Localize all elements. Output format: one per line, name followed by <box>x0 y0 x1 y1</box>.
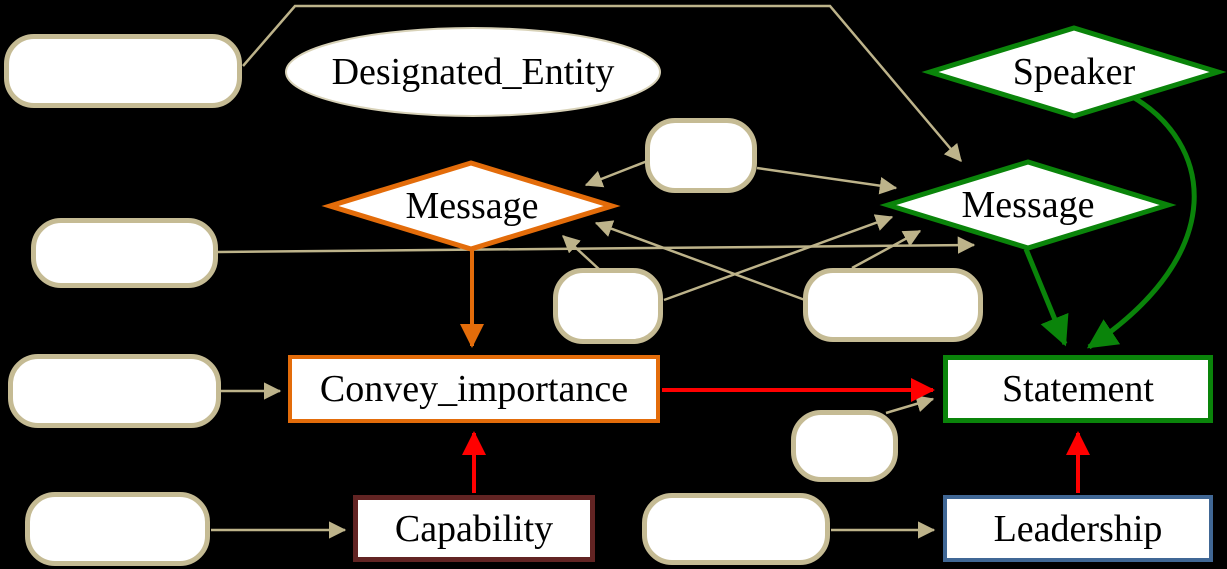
edge-midright-to-message-green <box>851 229 922 270</box>
edge-midright-to-message-orange <box>594 220 806 302</box>
message-orange-label: Message <box>405 185 539 227</box>
message-green-diamond <box>879 159 1177 251</box>
placeholder-pill-mid-left <box>553 268 663 344</box>
leadership-node: Leadership <box>943 495 1213 562</box>
designated-entity-ellipse <box>285 27 661 117</box>
edge-topsmall-to-message-green <box>756 166 898 195</box>
convey-importance-node: Convey_importance <box>288 355 660 423</box>
speaker-diamond <box>921 25 1227 119</box>
placeholder-pill-left-4 <box>25 492 210 566</box>
edge-speaker-to-statement <box>1086 93 1197 350</box>
placeholder-pill-top-small <box>645 118 757 193</box>
placeholder-pill-top-left <box>4 34 242 108</box>
speaker-label: Speaker <box>1012 51 1136 93</box>
placeholder-pill-bottom-middle <box>642 493 830 565</box>
edge-midleft-to-message-orange <box>562 235 602 272</box>
message-green-label: Message <box>961 184 1095 226</box>
edge-left2-to-message-green <box>217 236 976 254</box>
placeholder-pill-left-2 <box>31 218 218 288</box>
edge-midleft-to-message-green <box>663 214 894 302</box>
statement-node: Statement <box>943 355 1213 423</box>
edge-topsmall-to-message-orange <box>584 158 651 188</box>
capability-node: Capability <box>353 495 595 562</box>
edge-smallpill-to-statement <box>885 395 935 415</box>
edge-topleft-to-message-green <box>242 4 962 162</box>
placeholder-pill-mid-right <box>803 268 983 342</box>
placeholder-pill-above-leadership <box>791 410 898 482</box>
edge-message-green-to-statement <box>1023 248 1069 347</box>
placeholder-pill-left-3 <box>8 354 221 428</box>
message-orange-diamond <box>321 160 621 252</box>
designated-entity-label: Designated_Entity <box>331 51 615 93</box>
